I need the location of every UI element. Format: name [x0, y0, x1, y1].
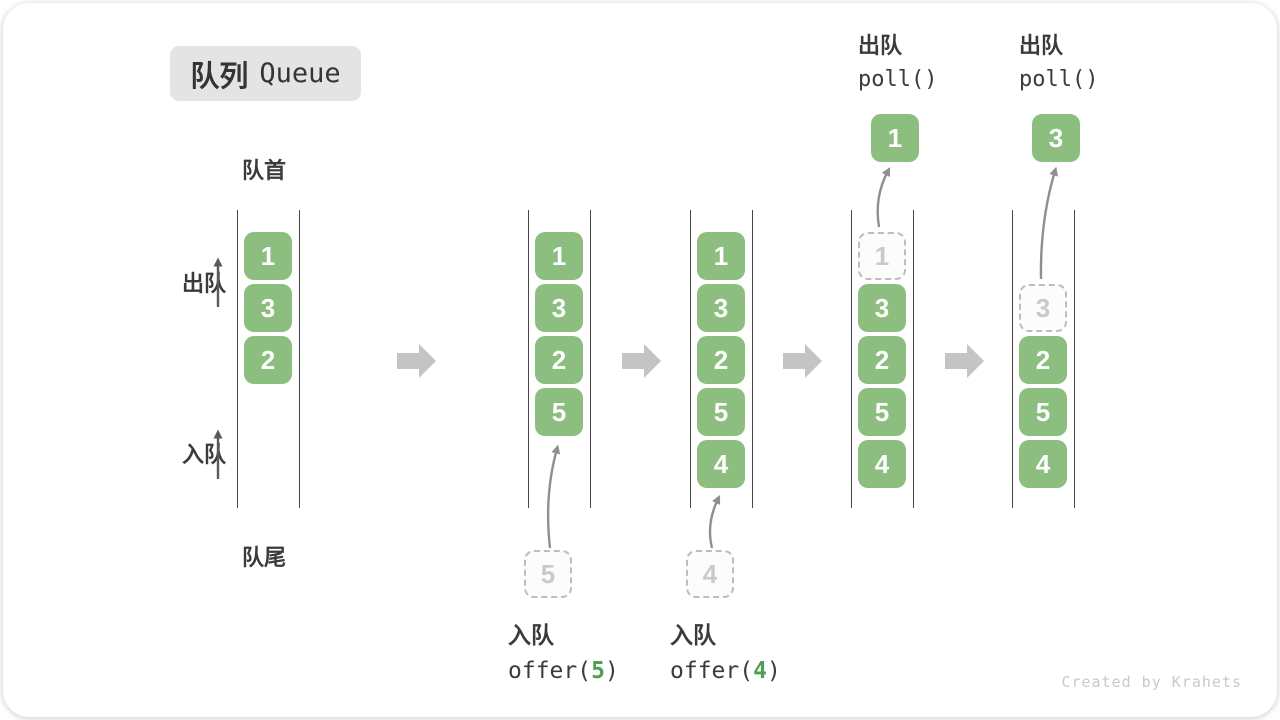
queue-slot-removed: 1	[858, 232, 906, 280]
operation-label: 出队	[858, 33, 903, 58]
code-after: )	[604, 658, 619, 684]
queue-slot: 1	[244, 232, 292, 280]
code-before: offer(	[508, 658, 592, 684]
title-badge: 队列 Queue	[170, 46, 361, 101]
column-wall-right	[590, 210, 591, 508]
operation-label: 出队	[1019, 33, 1064, 58]
operation-code: poll()	[1019, 67, 1099, 92]
code-before: offer(	[670, 658, 754, 684]
queue-slot: 1	[535, 232, 583, 280]
queue-slot: 2	[244, 336, 292, 384]
polled-value-box: 3	[1032, 114, 1080, 162]
queue-slot: 4	[697, 440, 745, 488]
column-caption-state-after-offer-4: 入队 offer(4)	[670, 616, 781, 684]
queue-slot: 3	[244, 284, 292, 332]
column-header-state-after-poll-3: 出队 poll()	[1019, 28, 1098, 92]
queue-slot: 5	[535, 388, 583, 436]
code-argument: 4	[753, 658, 767, 684]
queue-slot: 5	[858, 388, 906, 436]
step-arrow-2-icon	[622, 344, 661, 378]
queue-slot: 2	[697, 336, 745, 384]
operation-label: 入队	[508, 622, 554, 648]
queue-slot: 3	[697, 284, 745, 332]
label-enqueue-side: 入队	[182, 442, 227, 467]
label-dequeue-side: 出队	[182, 271, 227, 296]
incoming-value-box: 5	[524, 550, 572, 598]
column-wall-left	[528, 210, 529, 508]
code-argument: 5	[591, 658, 605, 684]
column-caption-state-after-offer-5: 入队 offer(5)	[508, 616, 619, 684]
queue-slot: 4	[1019, 440, 1067, 488]
queue-slot: 2	[535, 336, 583, 384]
column-wall-right	[299, 210, 300, 508]
queue-slot-removed: 3	[1019, 284, 1067, 332]
queue-slot: 2	[858, 336, 906, 384]
queue-slot: 4	[858, 440, 906, 488]
column-wall-left	[237, 210, 238, 508]
poll-1-arrow	[876, 167, 891, 228]
offer-4-arrow	[708, 494, 721, 549]
watermark: Created by Krahets	[1061, 673, 1242, 691]
step-arrow-4-icon	[945, 344, 984, 378]
column-wall-left	[1012, 210, 1013, 508]
queue-slot: 5	[1019, 388, 1067, 436]
operation-code: offer(4)	[670, 658, 781, 684]
title-en: Queue	[259, 58, 341, 89]
step-arrow-3-icon	[783, 344, 822, 378]
operation-code: poll()	[858, 67, 938, 92]
incoming-value-box: 4	[686, 550, 734, 598]
column-wall-left	[851, 210, 852, 508]
offer-5-arrow	[546, 444, 561, 549]
step-arrow-1-icon	[397, 344, 436, 378]
poll-3-arrow	[1039, 166, 1059, 280]
queue-slot: 1	[697, 232, 745, 280]
operation-label: 入队	[670, 622, 716, 648]
column-wall-right	[1074, 210, 1075, 508]
queue-slot: 2	[1019, 336, 1067, 384]
column-wall-left	[690, 210, 691, 508]
column-wall-right	[752, 210, 753, 508]
code-after: )	[766, 658, 781, 684]
label-queue-front: 队首	[242, 158, 287, 183]
queue-slot: 5	[697, 388, 745, 436]
column-header-state-after-poll-1: 出队 poll()	[858, 28, 937, 92]
title-cjk: 队列	[190, 60, 249, 93]
column-wall-right	[913, 210, 914, 508]
polled-value-box: 1	[871, 114, 919, 162]
queue-slot: 3	[858, 284, 906, 332]
queue-slot: 3	[535, 284, 583, 332]
operation-code: offer(5)	[508, 658, 619, 684]
label-queue-rear: 队尾	[242, 545, 287, 570]
